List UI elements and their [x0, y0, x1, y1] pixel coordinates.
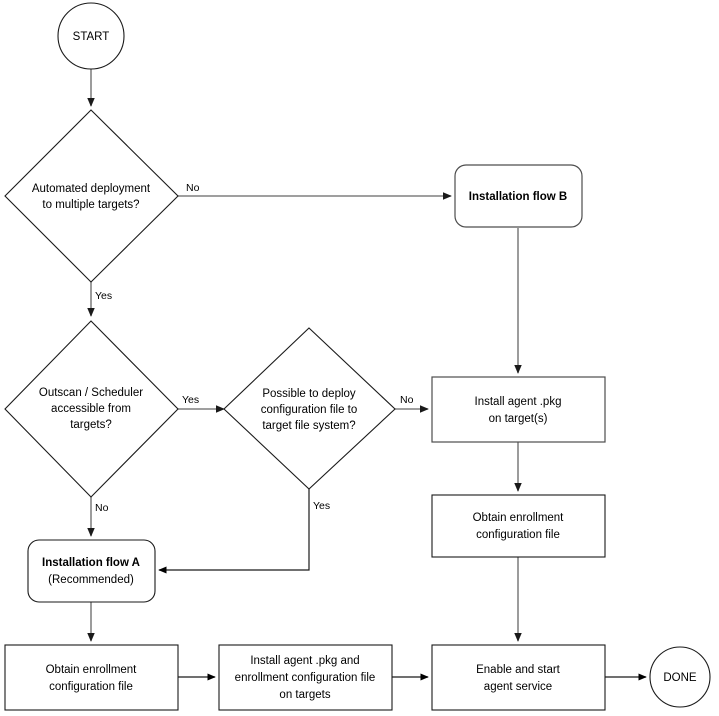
node-obtain-enrollment-right[interactable]: Obtain enrollment configuration file	[431, 494, 606, 558]
outscan-decision-line3: targets?	[70, 419, 112, 431]
enable-service-line2: agent service	[484, 681, 552, 693]
obtain-enrollment-bottom-line1: Obtain enrollment	[46, 664, 138, 676]
install-pkg-line1: Install agent .pkg	[475, 396, 562, 408]
node-installation-flow-a[interactable]: Installation flow A (Recommended)	[27, 539, 156, 603]
node-decision-automated-deployment[interactable]: Automated deployment to multiple targets…	[4, 109, 179, 283]
obtain-enrollment-right-line2: configuration file	[476, 529, 560, 541]
edge-label-automated-no: No	[186, 182, 200, 194]
automated-decision-diamond	[4, 109, 179, 283]
flow-b-label: Installation flow B	[469, 191, 567, 203]
obtain-enrollment-right-line1: Obtain enrollment	[473, 512, 565, 524]
automated-decision-line1: Automated deployment	[32, 183, 151, 195]
install-pkg-box	[431, 376, 606, 443]
node-done[interactable]: DONE	[649, 646, 711, 708]
flow-a-line2: (Recommended)	[48, 574, 134, 586]
node-enable-start-agent-service[interactable]: Enable and start agent service	[431, 644, 606, 711]
install-pkg-and-config-box	[218, 644, 393, 711]
install-pkg-line2: on target(s)	[489, 413, 548, 425]
flow-b-box	[454, 164, 583, 228]
install-pkg-and-config-line3: on targets	[279, 689, 330, 701]
obtain-enrollment-bottom-line2: configuration file	[49, 681, 133, 693]
start-circle	[57, 2, 125, 70]
node-start[interactable]: START	[57, 2, 125, 70]
node-decision-config-deploy[interactable]: Possible to deploy configuration file to…	[223, 327, 396, 490]
enable-service-box	[431, 644, 606, 711]
edge-label-outscan-yes: Yes	[182, 394, 199, 406]
outscan-decision-diamond	[4, 320, 179, 498]
automated-decision-line2: to multiple targets?	[42, 199, 139, 211]
install-pkg-and-config-line2: enrollment configuration file	[235, 672, 376, 684]
enable-service-line1: Enable and start	[476, 664, 561, 676]
node-install-pkg-and-config[interactable]: Install agent .pkg and enrollment config…	[218, 644, 393, 711]
node-obtain-enrollment-bottom[interactable]: Obtain enrollment configuration file	[4, 644, 179, 711]
connector-config-yes-to-flow-a	[158, 488, 310, 574]
config-deploy-line3: target file system?	[262, 420, 355, 432]
node-install-pkg-on-targets[interactable]: Install agent .pkg on target(s)	[431, 376, 606, 443]
outscan-decision-line2: accessible from	[51, 403, 131, 415]
flow-a-box	[27, 539, 156, 603]
done-label: DONE	[663, 672, 697, 684]
edge-label-outscan-no: No	[95, 502, 109, 514]
outscan-decision-line1: Outscan / Scheduler	[39, 387, 143, 399]
start-label: START	[73, 31, 110, 43]
edge-label-automated-yes: Yes	[95, 290, 112, 302]
obtain-enrollment-bottom-box	[4, 644, 179, 711]
obtain-enrollment-right-box	[431, 494, 606, 558]
flow-a-line1: Installation flow A	[42, 557, 140, 569]
done-circle	[649, 646, 711, 708]
edge-label-config-yes: Yes	[313, 500, 330, 512]
config-deploy-line1: Possible to deploy	[262, 388, 356, 400]
edge-label-config-no: No	[400, 394, 414, 406]
config-deploy-line2: configuration file to	[261, 404, 358, 416]
node-installation-flow-b[interactable]: Installation flow B	[454, 164, 583, 228]
install-pkg-and-config-line1: Install agent .pkg and	[250, 655, 359, 667]
config-deploy-decision-diamond	[223, 327, 396, 490]
node-decision-outscan-scheduler[interactable]: Outscan / Scheduler accessible from targ…	[4, 320, 179, 498]
